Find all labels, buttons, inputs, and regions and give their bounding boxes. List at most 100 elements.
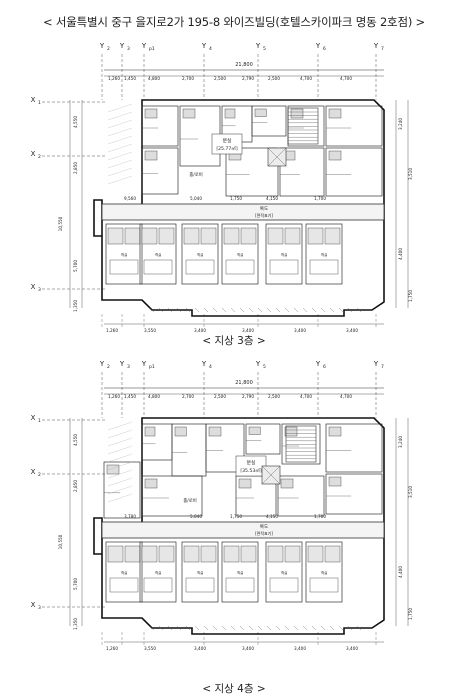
bed <box>185 259 215 275</box>
grid-col-label: Y <box>201 42 207 50</box>
elevator-cross-2 <box>261 465 281 485</box>
window-hatch <box>194 625 200 631</box>
window-hatch <box>221 307 227 313</box>
right-dimension: 3,240 <box>398 118 403 130</box>
grid-row-label-sub: 1 <box>38 100 41 106</box>
grid-col-label: Y <box>119 42 125 50</box>
top-dimension: 2,500 <box>268 76 280 81</box>
grid-col-label: Y <box>315 360 321 368</box>
top-dimension: 4,700 <box>300 76 312 81</box>
window-hatch <box>302 625 308 631</box>
grid-col-label-sub: p1 <box>149 364 155 370</box>
stair <box>285 425 317 463</box>
right-dimension: 1,750 <box>408 608 413 620</box>
bath-fixture-lower-2 <box>284 545 301 563</box>
room-upper <box>103 461 141 519</box>
left-dimension: 10,550 <box>58 216 63 231</box>
window-hatch <box>239 307 245 313</box>
bottom-dimension: 3,400 <box>194 646 206 651</box>
bed <box>269 577 299 593</box>
room-lower <box>221 541 259 603</box>
room-label: 객실 <box>281 570 288 575</box>
top-dimension: 2,500 <box>214 394 226 399</box>
stair <box>287 107 319 145</box>
area-label-value: [35.53㎡] <box>240 467 262 474</box>
bath-fixture <box>106 464 120 475</box>
room-upper <box>281 423 321 465</box>
left-dimension: 4,550 <box>73 116 78 128</box>
grid-col-label-sub: 3 <box>127 364 130 370</box>
room-label: 객실 <box>281 252 288 257</box>
window-hatch <box>176 307 182 313</box>
bath-fixture-lower <box>141 227 158 245</box>
bed <box>109 577 139 593</box>
floor-hatch <box>107 143 133 153</box>
floor-hatch <box>107 175 133 185</box>
floor-hatch <box>107 119 133 129</box>
window-hatch <box>239 625 245 631</box>
corridor-label: 복도 <box>260 206 268 212</box>
caption-4f: < 지상 4층 > <box>202 683 266 695</box>
bath-fixture <box>224 108 236 119</box>
window-hatch <box>203 307 209 313</box>
bottom-dimension: 3,550 <box>144 646 156 651</box>
mid-dimension: 1,750 <box>230 514 242 519</box>
grid-col-label: Y <box>119 360 125 368</box>
bath-fixture-lower <box>223 545 240 563</box>
room-label: 객실 <box>197 570 204 575</box>
room-lower <box>305 541 343 603</box>
bath-fixture-lower-2 <box>324 545 341 563</box>
floor-hatch <box>107 445 133 455</box>
bottom-dimension: 3,400 <box>294 328 306 333</box>
bath-fixture-lower-2 <box>124 227 141 245</box>
window-hatch <box>185 625 191 631</box>
bath-fixture <box>144 426 156 437</box>
grid-col-label: Y <box>255 360 261 368</box>
floor-hatch <box>107 453 133 463</box>
left-dimension: 1,350 <box>73 300 78 312</box>
grid-col-label-sub: 2 <box>107 364 110 370</box>
room-label: 객실 <box>155 252 162 257</box>
right-dimension: 4,400 <box>398 248 403 260</box>
floor-hatch <box>107 477 133 487</box>
overall-dimension: 21,800 <box>235 380 253 386</box>
top-dimension: 2,500 <box>268 394 280 399</box>
window-hatch <box>230 625 236 631</box>
caption-3f: < 지상 3층 > <box>202 335 266 347</box>
left-dimension: 1,350 <box>73 618 78 630</box>
room-label: 객실 <box>237 570 244 575</box>
window-hatch <box>212 307 218 313</box>
room-upper <box>325 105 383 147</box>
grid-col-label-sub: 4 <box>209 46 212 52</box>
left-dimension: 2,850 <box>73 480 78 492</box>
grid-col-label-sub: p1 <box>149 46 155 52</box>
bed <box>109 259 139 275</box>
room-upper <box>251 105 287 137</box>
window-hatch <box>149 625 155 631</box>
floor-hatch <box>107 437 133 447</box>
floor-hatch <box>107 167 133 177</box>
bath-fixture-lower <box>141 545 158 563</box>
mid-dimension: 1,700 <box>314 514 326 519</box>
window-hatch <box>266 307 272 313</box>
top-dimension: 2,790 <box>242 394 254 399</box>
grid-col-label: Y <box>141 360 147 368</box>
bath-fixture-lower <box>183 545 200 563</box>
bath-fixture <box>238 478 252 489</box>
top-dimension: 2,500 <box>214 76 226 81</box>
floor-hatch <box>107 469 133 479</box>
grid-col-label-sub: 2 <box>107 46 110 52</box>
mid-dimension: 3,780 <box>124 514 136 519</box>
corridor-area: [면적표기] <box>255 212 273 218</box>
room-lower <box>265 223 303 285</box>
room-label: 객실 <box>155 570 162 575</box>
bath-fixture-lower <box>183 227 200 245</box>
window-hatch <box>167 625 173 631</box>
area-label-value: [25.77㎡] <box>216 145 238 152</box>
bath-fixture <box>284 426 298 437</box>
bottom-dimension: 1,260 <box>106 328 118 333</box>
window-hatch <box>248 307 254 313</box>
hall-label: 홀/로비 <box>189 171 203 178</box>
